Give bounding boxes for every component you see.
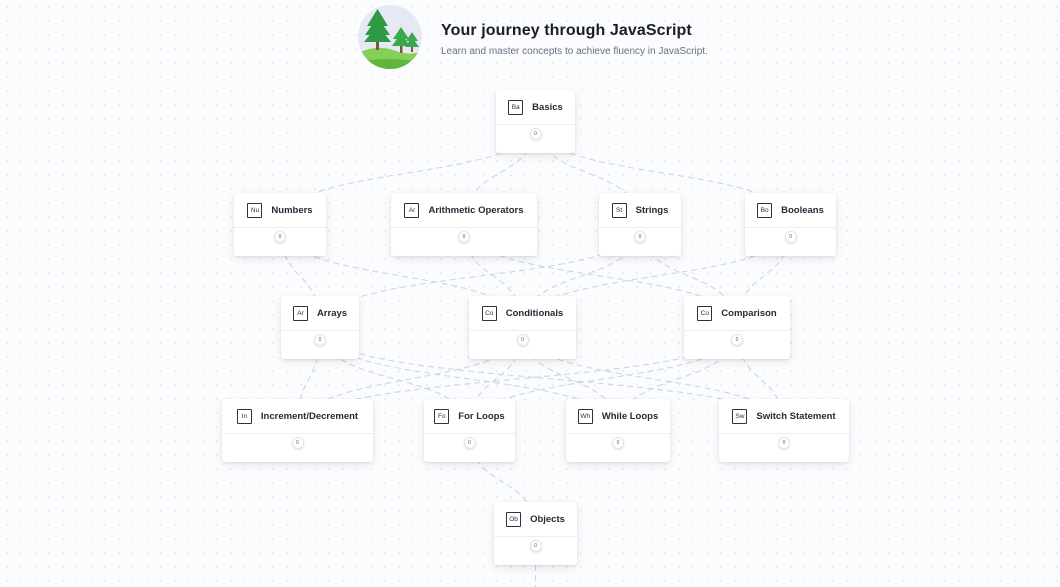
page-header: Your journey through JavaScript Learn an… — [358, 5, 858, 71]
topic-progress-count: 0 — [634, 231, 646, 243]
topic-label: Booleans — [781, 204, 824, 216]
topic-badge-icon: Ar — [292, 305, 308, 321]
topic-label: Numbers — [271, 204, 313, 216]
topic-progress-count: 0 — [291, 437, 304, 449]
topic-node-header: Nu Numbers — [234, 193, 326, 228]
topic-node-strings[interactable]: St Strings 0 — [599, 193, 681, 256]
topic-badge-icon: Wh — [577, 408, 593, 424]
page-subtitle: Learn and master concepts to achieve flu… — [441, 46, 708, 57]
topic-node-header: Wh While Loops — [566, 399, 670, 434]
topic-node-header: Fo For Loops — [424, 399, 515, 434]
topic-progress-count: 0 — [458, 231, 470, 243]
topic-label: Basics — [532, 101, 563, 113]
topic-node-arrays[interactable]: Ar Arrays 0 — [281, 296, 359, 359]
topic-node-comparison[interactable]: Co Comparison 0 — [684, 296, 790, 359]
topic-label: Strings — [635, 204, 669, 216]
topic-label: Arithmetic Operators — [428, 204, 524, 216]
topic-node-basics[interactable]: Ba Basics 0 — [496, 90, 575, 153]
topic-node-objects[interactable]: Ob Objects 0 — [494, 502, 577, 565]
topic-label: Arrays — [316, 307, 348, 319]
topic-node-header: Co Comparison — [684, 296, 790, 331]
topic-progress-count: 0 — [314, 334, 326, 346]
topic-label: Conditionals — [505, 307, 564, 319]
topic-badge-icon: Fo — [434, 408, 450, 424]
forest-logo-icon — [358, 5, 422, 69]
page-title: Your journey through JavaScript — [441, 22, 692, 39]
topic-badge-icon: In — [236, 408, 252, 424]
topic-label: For Loops — [458, 410, 505, 422]
topic-node-header: Ba Basics — [496, 90, 575, 125]
topic-progress-count: 0 — [274, 231, 286, 243]
topic-node-header: Bo Booleans — [745, 193, 836, 228]
topic-progress-count: 0 — [778, 437, 790, 449]
topic-badge-icon: Bo — [757, 202, 773, 218]
topic-node-header: Ar Arithmetic Operators — [391, 193, 537, 228]
topic-node-header: St Strings — [599, 193, 681, 228]
topic-progress-count: 0 — [784, 231, 797, 243]
topic-label: While Loops — [601, 410, 659, 422]
topic-badge-icon: Ob — [506, 511, 522, 527]
topic-node-numbers[interactable]: Nu Numbers 0 — [234, 193, 326, 256]
topic-badge-icon: Nu — [247, 202, 263, 218]
topic-node-while-loops[interactable]: Wh While Loops 0 — [566, 399, 670, 462]
topic-node-header: Sw Switch Statement — [719, 399, 849, 434]
topic-node-header: In Increment/Decrement — [222, 399, 373, 434]
topic-badge-icon: Co — [481, 305, 497, 321]
topic-progress-count: 0 — [516, 334, 529, 346]
topic-node-header: Ob Objects — [494, 502, 577, 537]
topic-node-header: Ar Arrays — [281, 296, 359, 331]
topic-node-for-loops[interactable]: Fo For Loops 0 — [424, 399, 515, 462]
topic-node-switch-statement[interactable]: Sw Switch Statement 0 — [719, 399, 849, 462]
topic-progress-count: 0 — [529, 128, 542, 140]
topic-progress-count: 0 — [612, 437, 624, 449]
topic-label: Comparison — [721, 307, 777, 319]
topic-node-arithmetic-operators[interactable]: Ar Arithmetic Operators 0 — [391, 193, 537, 256]
topic-badge-icon: Ar — [404, 202, 420, 218]
topic-badge-icon: Co — [697, 305, 713, 321]
topic-label: Increment/Decrement — [260, 410, 359, 422]
topic-label: Objects — [530, 513, 565, 525]
topic-progress-count: 0 — [529, 540, 542, 552]
edge-arrays-to-increment-decrement — [296, 327, 321, 431]
topic-node-header: Co Conditionals — [469, 296, 576, 331]
topic-badge-icon: St — [611, 202, 627, 218]
topic-node-increment-decrement[interactable]: In Increment/Decrement 0 — [222, 399, 373, 462]
topic-progress-count: 0 — [463, 437, 476, 449]
topic-badge-icon: Sw — [732, 408, 748, 424]
topic-badge-icon: Ba — [508, 99, 524, 115]
topic-node-conditionals[interactable]: Co Conditionals 0 — [469, 296, 576, 359]
topic-node-booleans[interactable]: Bo Booleans 0 — [745, 193, 836, 256]
topic-progress-count: 0 — [731, 334, 743, 346]
topic-label: Switch Statement — [756, 410, 836, 422]
